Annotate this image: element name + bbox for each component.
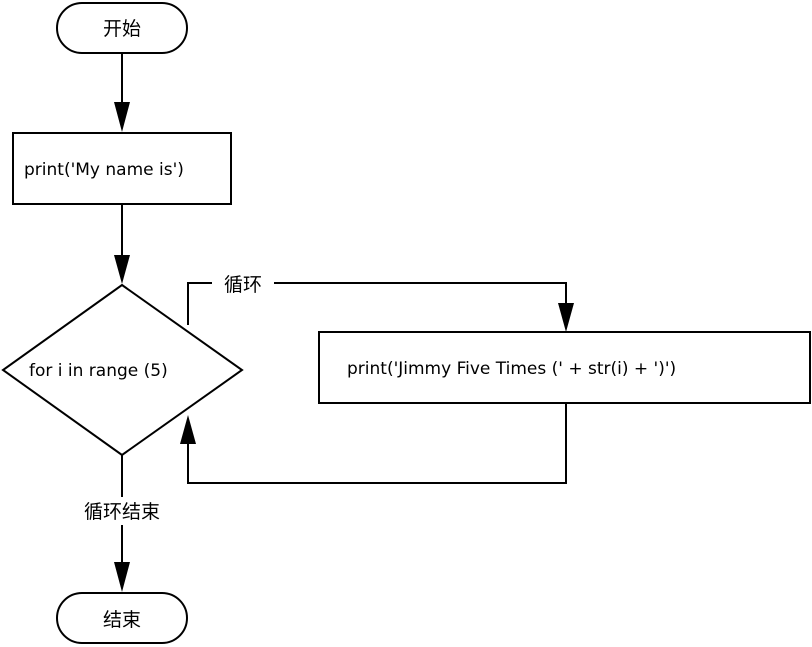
end-node: 结束 xyxy=(56,592,188,644)
start-label: 开始 xyxy=(103,18,141,40)
loop-label: 循环 xyxy=(224,274,262,296)
arrow-decision-to-end: 循环结束 xyxy=(72,455,172,592)
decision-loop: for i in range (5) xyxy=(1,283,244,457)
decision-label: for i in range (5) xyxy=(29,361,168,381)
process-print-name-label: print('My name is') xyxy=(24,160,184,180)
arrow-body-to-decision xyxy=(180,403,567,484)
arrow-loop-to-body: 循环 xyxy=(187,272,574,332)
process-loop-body: print('Jimmy Five Times (' + str(i) + ')… xyxy=(318,331,811,404)
end-label: 结束 xyxy=(103,609,141,631)
process-print-name: print('My name is') xyxy=(12,132,232,205)
start-node: 开始 xyxy=(56,2,188,54)
process-loop-body-label: print('Jimmy Five Times (' + str(i) + ')… xyxy=(347,359,676,379)
arrow-print-to-decision xyxy=(114,204,130,284)
loop-end-label: 循环结束 xyxy=(84,501,160,523)
arrow-start-to-print xyxy=(114,53,130,132)
